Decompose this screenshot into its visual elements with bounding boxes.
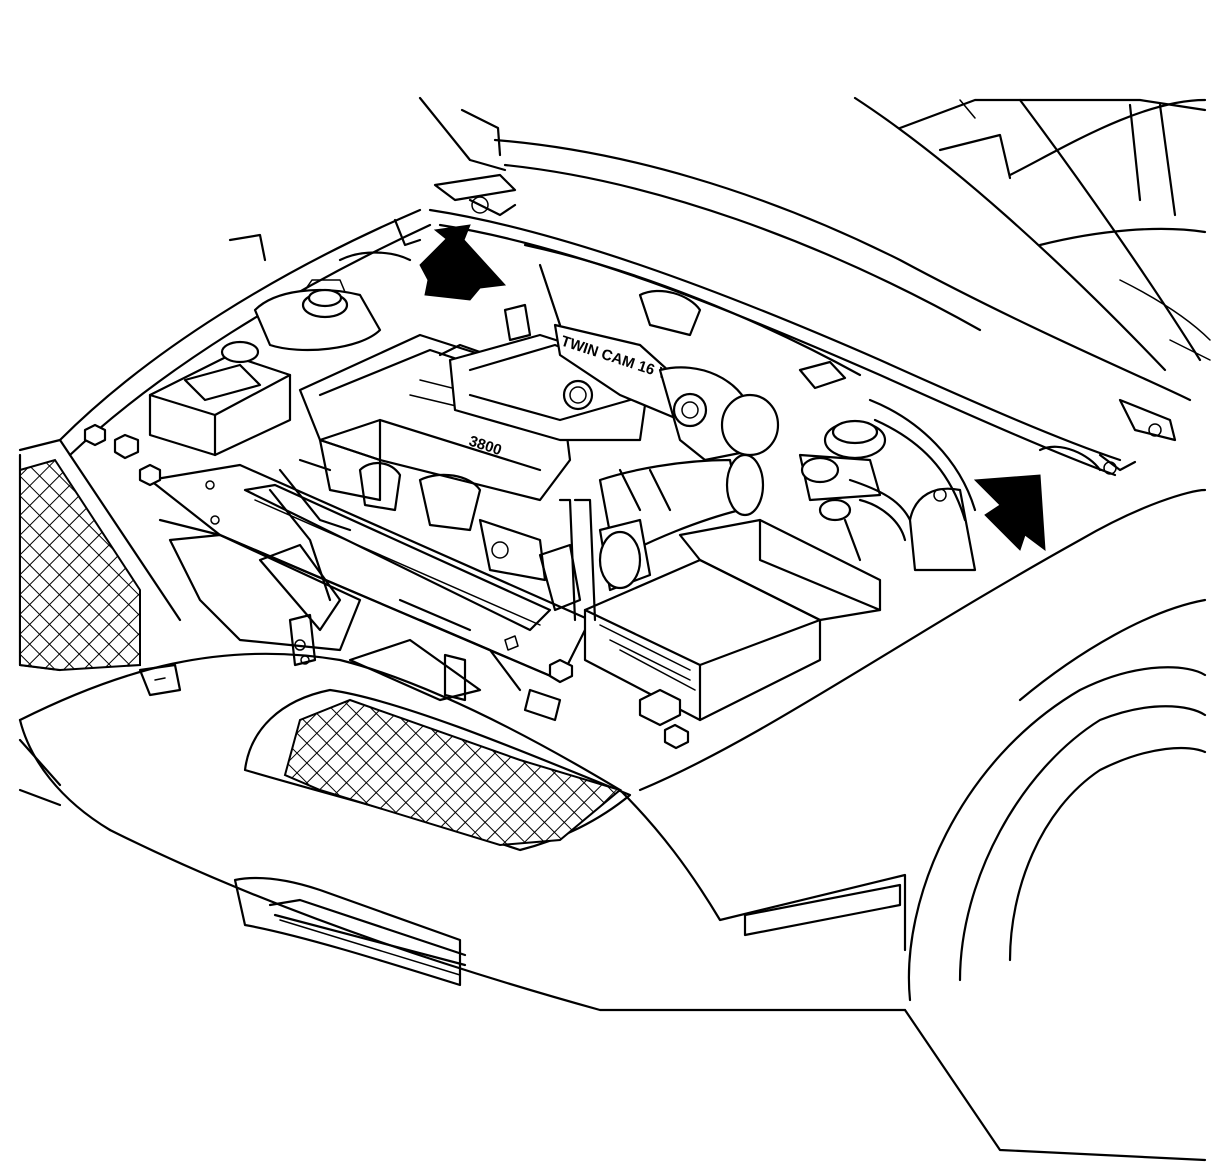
- hood-hinge-right: [1098, 398, 1177, 475]
- air-intake-duct: [598, 366, 780, 592]
- air-cleaner-box: [583, 518, 882, 722]
- front-bolts-and-brackets: [83, 423, 690, 750]
- cowl-panel: [428, 208, 1122, 477]
- callout-arrow-right: [973, 474, 1046, 552]
- callout-arrow-left: [419, 224, 507, 301]
- right-strut-tower: [868, 398, 977, 572]
- left-fender: [18, 208, 432, 672]
- engine-block-details: [268, 438, 597, 692]
- battery: [148, 340, 292, 457]
- hood-hinge-left: [393, 173, 517, 247]
- lower-grille: [233, 876, 902, 987]
- coolant-reservoir: [253, 251, 412, 352]
- front-fascia: [18, 652, 907, 1012]
- windshield-and-seat: [898, 98, 1207, 247]
- radiator: [168, 533, 482, 702]
- brake-reservoir: [798, 419, 912, 562]
- right-fender-and-tire: [638, 488, 1207, 1162]
- raised-hood: [418, 96, 1211, 402]
